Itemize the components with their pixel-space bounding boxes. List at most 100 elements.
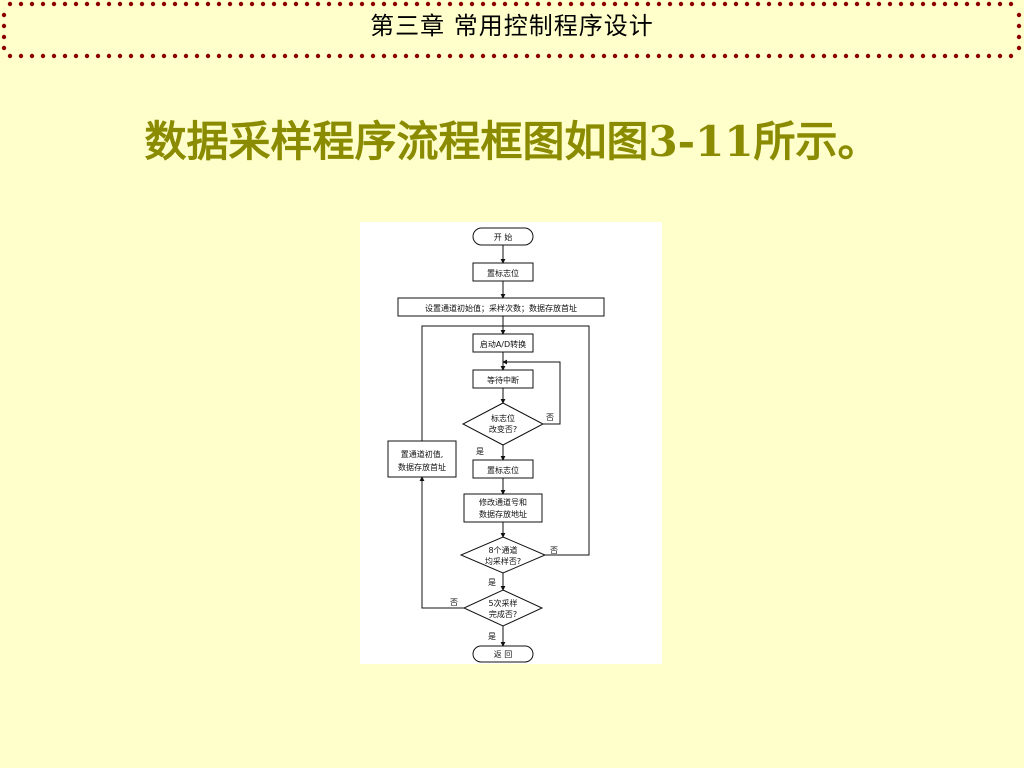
border-dot xyxy=(788,1,794,7)
border-dot xyxy=(535,1,541,7)
border-dot xyxy=(304,53,310,59)
start-label: 开 始 xyxy=(494,232,513,242)
border-dot xyxy=(348,53,354,59)
init-label: 设置通道初始值；采样次数；数据存放首址 xyxy=(425,303,577,313)
border-dot xyxy=(227,1,233,7)
border-dot xyxy=(601,1,607,7)
wait-interrupt-label: 等待中断 xyxy=(487,375,519,385)
border-dot xyxy=(271,1,277,7)
flowchart-svg: 开 始 置标志位 设置通道初始值；采样次数；数据存放首址 启动A/D转换 等待中… xyxy=(387,227,605,663)
border-dot xyxy=(744,53,750,59)
header-dotted-border xyxy=(1,1,1022,59)
border-dot xyxy=(216,1,222,7)
border-dot xyxy=(700,53,706,59)
border-dot xyxy=(590,53,596,59)
border-dot xyxy=(832,1,838,7)
border-dot xyxy=(392,1,398,7)
border-dot xyxy=(557,1,563,7)
all-channels-decision xyxy=(459,536,547,574)
border-dot xyxy=(139,53,145,59)
reset-init-label-1: 置通道初值, xyxy=(401,449,444,459)
flag-changed-label-2: 改变否? xyxy=(489,424,517,434)
border-dot xyxy=(381,1,387,7)
chapter-title: 第三章 常用控制程序设计 xyxy=(370,12,654,40)
border-dot xyxy=(1016,23,1022,29)
border-dot xyxy=(722,1,728,7)
border-dot xyxy=(656,1,662,7)
border-dot xyxy=(975,53,981,59)
border-dot xyxy=(227,53,233,59)
border-dot xyxy=(205,53,211,59)
border-dot xyxy=(403,1,409,7)
border-dot xyxy=(304,1,310,7)
border-dot xyxy=(799,1,805,7)
border-dot xyxy=(513,1,519,7)
border-dot xyxy=(931,1,937,7)
border-dot xyxy=(62,1,68,7)
border-dot xyxy=(1008,1,1014,7)
border-dot xyxy=(84,1,90,7)
border-dot xyxy=(832,53,838,59)
border-dot xyxy=(986,53,992,59)
border-dot xyxy=(238,53,244,59)
border-dot xyxy=(887,1,893,7)
border-dot xyxy=(491,53,497,59)
border-dot xyxy=(128,1,134,7)
border-dot xyxy=(491,1,497,7)
yes-label-3: 是 xyxy=(488,632,496,641)
border-dot xyxy=(18,53,24,59)
border-dot xyxy=(293,53,299,59)
border-dot xyxy=(458,1,464,7)
border-dot xyxy=(601,53,607,59)
border-dot xyxy=(854,1,860,7)
border-dot xyxy=(249,53,255,59)
border-dot xyxy=(128,53,134,59)
border-dot xyxy=(161,1,167,7)
border-dot xyxy=(700,1,706,7)
border-dot xyxy=(84,53,90,59)
border-dot xyxy=(678,53,684,59)
border-dot xyxy=(502,53,508,59)
border-dot xyxy=(29,53,35,59)
border-dot xyxy=(524,1,530,7)
border-dot xyxy=(777,53,783,59)
yes-label-2: 是 xyxy=(488,578,496,587)
border-dot xyxy=(953,1,959,7)
flag-changed-decision xyxy=(461,402,545,446)
border-dot xyxy=(249,1,255,7)
border-dot xyxy=(458,53,464,59)
border-dot xyxy=(865,1,871,7)
border-dot xyxy=(568,53,574,59)
border-dot xyxy=(810,1,816,7)
border-dot xyxy=(392,53,398,59)
border-dot xyxy=(623,53,629,59)
border-dot xyxy=(777,1,783,7)
border-dot xyxy=(216,53,222,59)
border-dot xyxy=(579,53,585,59)
border-dot xyxy=(733,1,739,7)
border-dot xyxy=(480,1,486,7)
border-dot xyxy=(73,53,79,59)
border-dot xyxy=(733,53,739,59)
border-dot xyxy=(238,1,244,7)
yes-label-1: 是 xyxy=(476,447,484,456)
border-dot xyxy=(876,1,882,7)
border-dot xyxy=(821,53,827,59)
border-dot xyxy=(821,1,827,7)
border-dot xyxy=(1016,12,1022,18)
border-dot xyxy=(909,53,915,59)
border-dot xyxy=(1,23,7,29)
border-dot xyxy=(414,1,420,7)
border-dot xyxy=(403,53,409,59)
border-dot xyxy=(535,53,541,59)
border-dot xyxy=(381,53,387,59)
border-dot xyxy=(942,1,948,7)
border-dot xyxy=(898,1,904,7)
border-dot xyxy=(414,53,420,59)
border-dot xyxy=(447,1,453,7)
modify-label-1: 修改通道号和 xyxy=(479,497,527,507)
border-dot xyxy=(106,53,112,59)
border-dot xyxy=(260,53,266,59)
reset-init-label-2: 数据存放首址 xyxy=(398,462,446,472)
border-dot xyxy=(689,53,695,59)
